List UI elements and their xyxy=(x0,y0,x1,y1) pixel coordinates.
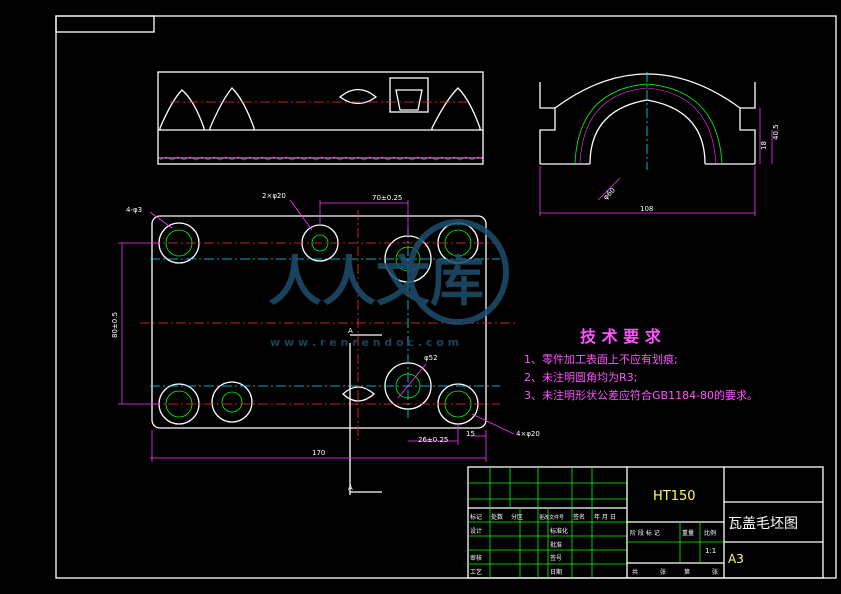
row-label-design: 设计 xyxy=(470,527,482,535)
watermark-url: w w w . r e n r e n d o c . c o m xyxy=(270,336,459,349)
header-col-3: 更改文件号 xyxy=(539,514,564,521)
sheets-1: 张 xyxy=(660,568,666,576)
header-col-2: 分区 xyxy=(511,513,523,521)
header-col-0: 标记 xyxy=(470,513,482,521)
stage-col-0: 阶 段 标 记 xyxy=(630,529,660,537)
mid-label-3: 日期 xyxy=(550,568,562,576)
section-mark-bottom: A xyxy=(348,484,353,492)
drawing-frame xyxy=(55,15,837,579)
dim-height-left: 80±0.5 xyxy=(111,312,119,338)
title-block: HT150 瓦盖毛坯图 A3 1:1 标记 处数 分区 更改文件号 签名 年 月… xyxy=(467,466,824,579)
dim-dia-side: φ60 xyxy=(602,186,617,201)
dim-hole-4b: 4×φ20 xyxy=(516,430,540,438)
sheets-3: 张 xyxy=(712,568,718,576)
mid-label-0: 标准化 xyxy=(550,527,568,535)
dimension-labels: 4-φ3 2×φ20 70±0.25 80±0.5 170 26±0.25 15… xyxy=(111,124,780,492)
sheets-2: 第 xyxy=(684,568,690,576)
watermark: 人人文库 w w w . r e n r e n d o c . c o m xyxy=(268,219,509,349)
dim-edge: 15 xyxy=(466,430,475,438)
dim-width-total: 170 xyxy=(312,449,325,457)
tech-title: 技 术 要 求 xyxy=(580,327,662,346)
mid-label-1: 批准 xyxy=(550,541,562,549)
dim-radius: φ52 xyxy=(424,354,438,362)
dim-h1: 40.5 xyxy=(772,124,780,140)
tech-requirements: 技 术 要 求 1、零件加工表面上不应有划痕; 2、未注明圆角均为R3; 3、未… xyxy=(524,327,758,402)
dim-hole-4a: 4-φ3 xyxy=(126,206,142,214)
stage-col-2: 比例 xyxy=(704,529,716,537)
header-col-4: 签名 xyxy=(573,513,585,521)
dim-width-side: 108 xyxy=(640,205,653,213)
sheet-size: A3 xyxy=(728,552,744,566)
top-view xyxy=(157,71,485,165)
dim-offset: 26±0.25 xyxy=(418,436,448,444)
part-name: 瓦盖毛坯图 xyxy=(728,516,798,532)
mid-label-2: 签号 xyxy=(550,554,562,562)
header-col-1: 处数 xyxy=(491,513,503,521)
row-label-process: 工艺 xyxy=(470,568,482,576)
dim-center-dist: 70±0.25 xyxy=(372,194,402,202)
material-label: HT150 xyxy=(653,489,696,504)
tech-item-3: 3、未注明形状公差应符合GB1184-80的要求。 xyxy=(524,388,758,402)
tech-item-2: 2、未注明圆角均为R3; xyxy=(524,370,637,384)
dim-hole-2: 2×φ20 xyxy=(262,192,286,200)
corner-label-box xyxy=(55,15,155,33)
row-label-review: 审核 xyxy=(470,554,482,562)
section-mark-top: A xyxy=(348,327,353,335)
stage-col-1: 重量 xyxy=(682,529,694,537)
tech-item-1: 1、零件加工表面上不应有划痕; xyxy=(524,352,678,366)
side-view xyxy=(539,72,773,216)
watermark-text: 人人文库 xyxy=(268,250,484,313)
scale-value: 1:1 xyxy=(705,547,716,555)
dim-h2: 18 xyxy=(760,141,768,150)
sheets-0: 共 xyxy=(632,568,638,576)
header-col-5: 年 月 日 xyxy=(594,513,616,521)
